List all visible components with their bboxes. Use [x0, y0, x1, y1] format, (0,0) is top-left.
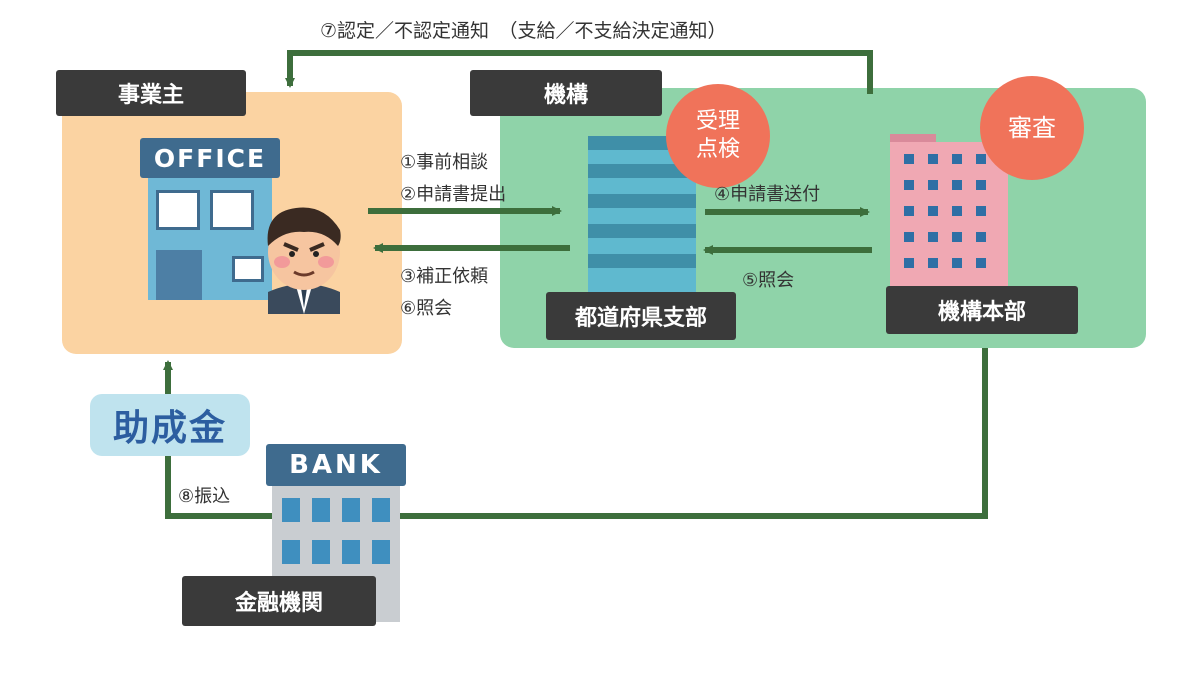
office-window: [232, 256, 264, 282]
receipt-check-badge: 受理 点検: [666, 84, 770, 188]
subsidy-tag: 助成金: [90, 394, 250, 456]
headquarters-label: 機構本部: [886, 286, 1078, 334]
notification-note: ⑦認定／不認定通知 （支給／不支給決定通知）: [320, 20, 727, 42]
step-4-label: ④申請書送付: [714, 184, 821, 205]
business-owner-person-icon: [254, 196, 354, 314]
receipt-check-badge-line1: 受理: [695, 109, 740, 134]
bank-sign: BANK: [266, 444, 406, 486]
office-sign: OFFICE: [140, 138, 280, 178]
bank-window: [342, 540, 360, 564]
bank-window: [312, 540, 330, 564]
subsidy-tag-text: 助成金: [112, 408, 227, 449]
step-1-label: ①事前相談: [400, 152, 489, 173]
bank-label: 金融機関: [182, 576, 376, 626]
bank-window: [342, 498, 360, 522]
headquarters-building-icon: [890, 134, 1008, 292]
bank-window: [312, 498, 330, 522]
notification-arrow: [285, 50, 873, 94]
bank-window: [282, 498, 300, 522]
receipt-check-badge-line2: 点検: [695, 137, 740, 162]
review-badge: 審査: [980, 76, 1084, 180]
bank-window: [372, 498, 390, 522]
office-door: [156, 250, 202, 300]
business-owner-label: 事業主: [56, 70, 246, 116]
office-body: [148, 178, 272, 300]
bank-window: [372, 540, 390, 564]
branch-label: 都道府県支部: [546, 292, 736, 340]
step-5-label: ⑤照会: [742, 270, 795, 291]
office-sign-text: OFFICE: [153, 143, 267, 173]
bank-window: [282, 540, 300, 564]
step-3-label: ③補正依頼: [400, 266, 489, 287]
step-6-label: ⑥照会: [400, 298, 453, 319]
bank-sign-text: BANK: [289, 450, 383, 480]
office-building-icon: OFFICE: [140, 138, 280, 300]
step-2-label: ②申請書提出: [400, 184, 507, 205]
office-window: [210, 190, 254, 230]
step-8-label: ⑧振込: [178, 486, 231, 507]
office-window: [156, 190, 200, 230]
organization-label: 機構: [470, 70, 662, 116]
